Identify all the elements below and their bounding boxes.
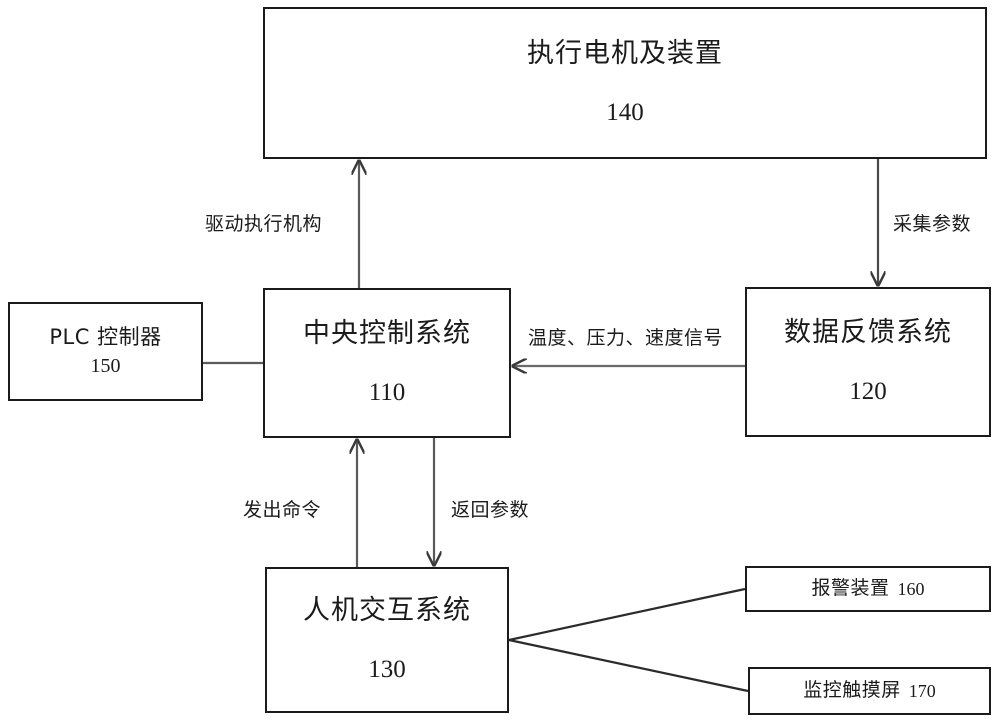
connector-hmi-to-alarm [508,587,746,642]
node-touchscreen-ref: 170 [908,680,936,701]
node-hmi-ref: 130 [368,656,406,684]
node-plc-controller[interactable]: PLC 控制器 150 [8,302,203,401]
node-touchscreen-title: 监控触摸屏 [803,679,901,702]
edge-label-send-command: 发出命令 [243,499,322,521]
node-plc-title: PLC 控制器 [49,324,162,349]
node-alarm-device[interactable]: 报警装置 160 [745,566,991,612]
node-feedback-title: 数据反馈系统 [784,317,952,349]
node-central-ref: 110 [368,379,406,407]
node-hmi-title: 人机交互系统 [303,595,471,627]
edge-label-drive-actuator: 驱动执行机构 [205,213,323,235]
edge-label-collect-parameters: 采集参数 [893,213,972,235]
edge-label-return-parameters: 返回参数 [451,499,530,521]
node-actuator-motor-and-device[interactable]: 执行电机及装置 140 [263,7,987,159]
node-central-control-system[interactable]: 中央控制系统 110 [263,288,511,438]
node-plc-ref: 150 [90,355,121,378]
node-actuator-ref: 140 [606,99,644,127]
node-monitoring-touchscreen[interactable]: 监控触摸屏 170 [748,667,991,715]
edge-label-temperature-pressure-speed-signal: 温度、压力、速度信号 [528,327,724,349]
node-central-title: 中央控制系统 [303,318,471,350]
node-feedback-ref: 120 [849,378,887,406]
node-data-feedback-system[interactable]: 数据反馈系统 120 [745,287,991,437]
node-actuator-title: 执行电机及装置 [527,38,723,70]
node-alarm-title: 报警装置 [811,577,890,600]
connector-hmi-to-touchscreen [508,638,749,693]
node-alarm-ref: 160 [897,578,925,599]
node-human-machine-interaction-system[interactable]: 人机交互系统 130 [265,567,509,713]
